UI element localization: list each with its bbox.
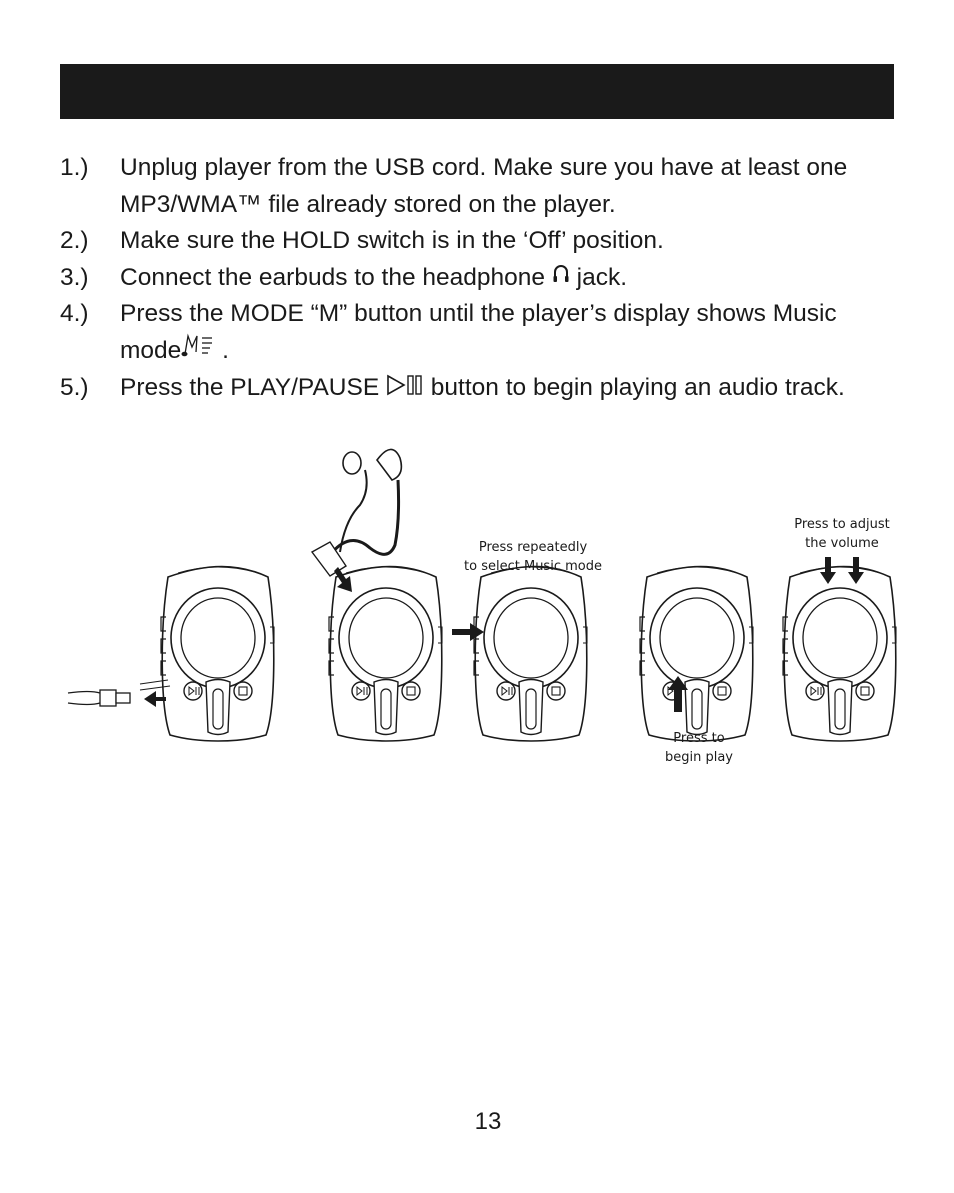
step-text: Press the MODE “M” button until the play… — [120, 300, 837, 328]
music-mode-icon — [181, 333, 215, 371]
step-text: Make sure the HOLD switch is in the ‘Off… — [120, 227, 664, 254]
step-3: 3.) Connect the earbuds to the headphone… — [60, 260, 900, 297]
page-number: 13 — [474, 1108, 502, 1135]
step-number: 1.) — [60, 154, 89, 181]
header-bar — [60, 64, 894, 119]
arrow-icon — [668, 676, 688, 712]
player-mode — [452, 565, 588, 742]
arrow-icon — [452, 623, 484, 641]
step-text: jack. — [569, 263, 627, 291]
instruction-list: 1.) Unplug player from the USB cord. Mak… — [60, 150, 900, 407]
step-2: 2.) Make sure the HOLD switch is in the … — [60, 223, 900, 260]
step-text: mode — [120, 337, 182, 364]
step-5: 5.) Press the PLAY/PAUSE button to begin… — [60, 370, 900, 407]
step-number: 3.) — [60, 263, 89, 291]
caption-adjust-volume: Press to adjust the volume — [794, 517, 890, 551]
arrow-icon — [820, 557, 836, 584]
setup-illustration — [67, 448, 897, 742]
step-text: . — [215, 337, 229, 364]
step-text: Press the PLAY/PAUSE — [120, 374, 386, 402]
player-earbuds — [310, 448, 443, 742]
headphone-icon — [552, 260, 570, 297]
step-number: 4.) — [60, 300, 89, 328]
player-usb-unplug — [67, 565, 275, 742]
caption-select-mode: Press repeatedly to select Music mode — [464, 540, 602, 574]
step-number: 5.) — [60, 374, 89, 402]
step-text: button to begin playing an audio track. — [423, 374, 845, 402]
arrow-icon — [334, 567, 352, 592]
step-number: 2.) — [60, 227, 89, 254]
step-text: MP3/WMA™ file already stored on the play… — [120, 190, 616, 218]
player-play — [639, 565, 754, 742]
step-text: Unplug player from the USB cord. Make su… — [120, 154, 848, 181]
play-pause-icon — [386, 371, 424, 408]
caption-begin-play: Press to begin play — [664, 731, 733, 765]
step-4: 4.) Press the MODE “M” button until the … — [60, 296, 900, 370]
player-volume — [782, 557, 897, 742]
step-1: 1.) Unplug player from the USB cord. Mak… — [60, 150, 900, 223]
arrow-icon — [848, 557, 864, 584]
step-text: Connect the earbuds to the headphone — [120, 263, 552, 291]
arrow-icon — [144, 691, 166, 707]
